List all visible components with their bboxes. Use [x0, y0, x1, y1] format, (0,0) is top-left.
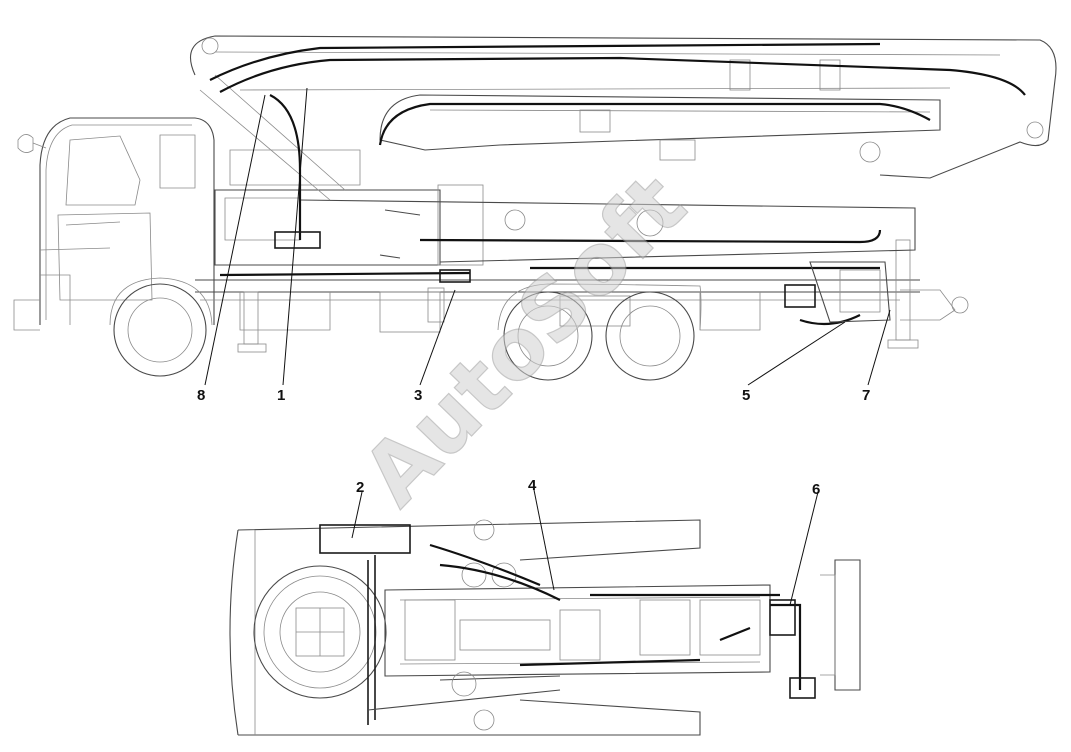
rear-pump-unit — [809, 261, 969, 323]
truck-wheels — [109, 277, 702, 381]
turret — [214, 149, 484, 266]
outriggers — [237, 239, 919, 353]
side-view-truck — [13, 35, 1057, 381]
callout-8: 8 — [197, 387, 205, 404]
chassis-frame — [195, 279, 920, 333]
callouts: 8 1 3 5 7 2 4 6 — [197, 87, 891, 606]
truck-cab — [13, 117, 215, 331]
callout-5: 5 — [742, 387, 750, 404]
callout-7: 7 — [862, 387, 870, 404]
callout-2: 2 — [356, 479, 364, 496]
slewing-ring — [253, 565, 387, 699]
callout-6: 6 — [812, 481, 820, 498]
hydraulic-hoses-side — [209, 42, 1026, 326]
watermark-text: AutoSoft — [344, 156, 705, 524]
boom — [190, 35, 1057, 263]
callout-4: 4 — [528, 477, 537, 494]
plan-view-chassis — [229, 519, 861, 736]
callout-1: 1 — [277, 387, 285, 404]
callout-3: 3 — [414, 387, 422, 404]
